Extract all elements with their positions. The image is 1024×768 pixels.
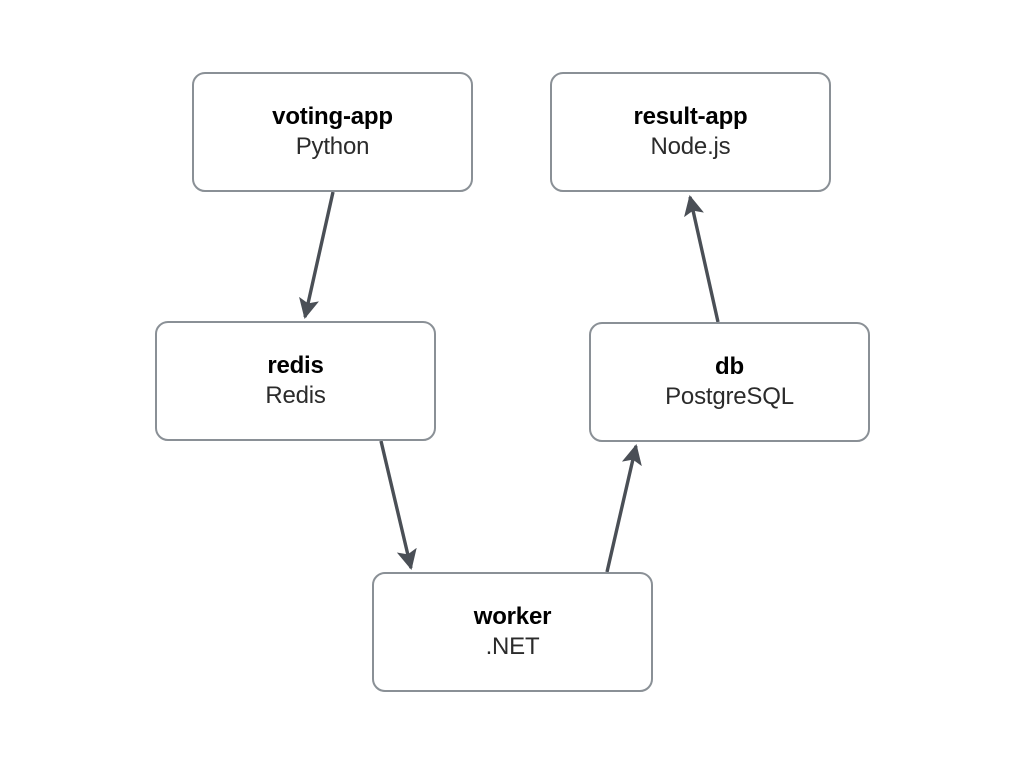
node-redis-subtitle: Redis — [265, 382, 326, 409]
node-result-app-title: result-app — [633, 102, 748, 130]
node-db-title: db — [715, 352, 744, 380]
node-worker-title: worker — [473, 602, 552, 630]
edge-voting-app-to-redis — [299, 191, 335, 319]
node-redis[interactable]: redis Redis — [155, 321, 436, 441]
node-result-app-subtitle: Node.js — [650, 133, 731, 160]
node-worker-subtitle: .NET — [485, 633, 540, 660]
edge-db-to-result-app — [684, 195, 720, 323]
node-db[interactable]: db PostgreSQL — [589, 322, 870, 442]
node-redis-title: redis — [267, 351, 324, 379]
node-voting-app-title: voting-app — [272, 102, 393, 130]
node-db-subtitle: PostgreSQL — [665, 383, 794, 410]
node-worker[interactable]: worker .NET — [372, 572, 653, 692]
edge-redis-to-worker — [379, 440, 417, 570]
node-voting-app-subtitle: Python — [295, 133, 370, 160]
edge-worker-to-db — [605, 444, 642, 573]
node-result-app[interactable]: result-app Node.js — [550, 72, 831, 192]
node-voting-app[interactable]: voting-app Python — [192, 72, 473, 192]
